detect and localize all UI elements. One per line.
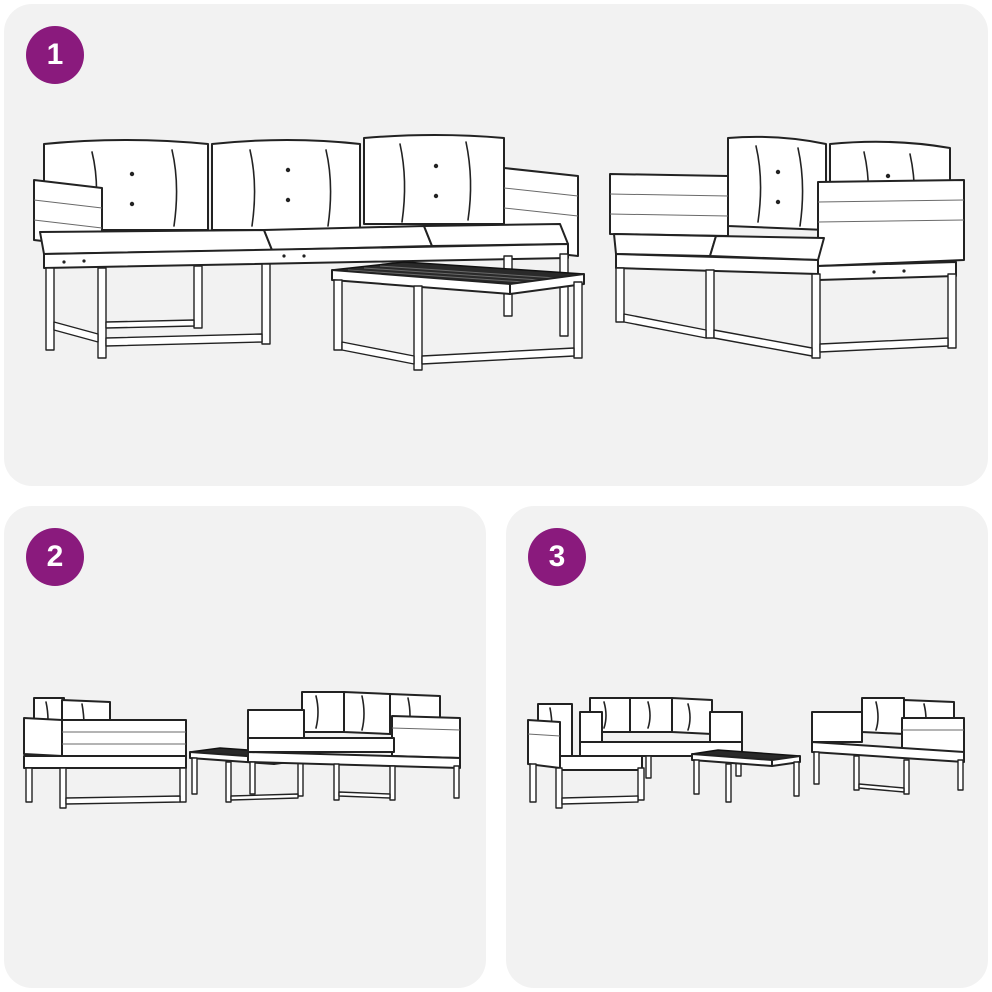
- step-1-panel: 1: [4, 4, 988, 486]
- back-cushion: [727, 135, 827, 231]
- sofa-three-seat: [247, 691, 461, 801]
- back-cushion: [363, 134, 505, 225]
- sofa-three-seat: [33, 134, 579, 359]
- step-2-panel: 2: [4, 506, 486, 988]
- step-3-badge: 3: [528, 528, 586, 586]
- corner-sofa: [609, 135, 965, 359]
- seat-cushion: [613, 233, 717, 257]
- seat-cushion: [423, 223, 569, 247]
- step-2-badge: 2: [26, 528, 84, 586]
- step-1-badge: 1: [26, 26, 84, 84]
- corner-sofa: [811, 697, 965, 795]
- sofa-set-illustration-1: [33, 134, 965, 371]
- sofa-three-seat: [579, 697, 743, 779]
- step-3-panel: 3: [506, 506, 988, 988]
- corner-chairs: [23, 697, 187, 809]
- corner-chair: [527, 703, 645, 809]
- coffee-table: [331, 261, 585, 371]
- sofa-set-illustration-2: [23, 691, 461, 809]
- coffee-table: [691, 749, 801, 803]
- sofa-set-illustration-3: [527, 697, 965, 809]
- back-cushion: [211, 139, 361, 231]
